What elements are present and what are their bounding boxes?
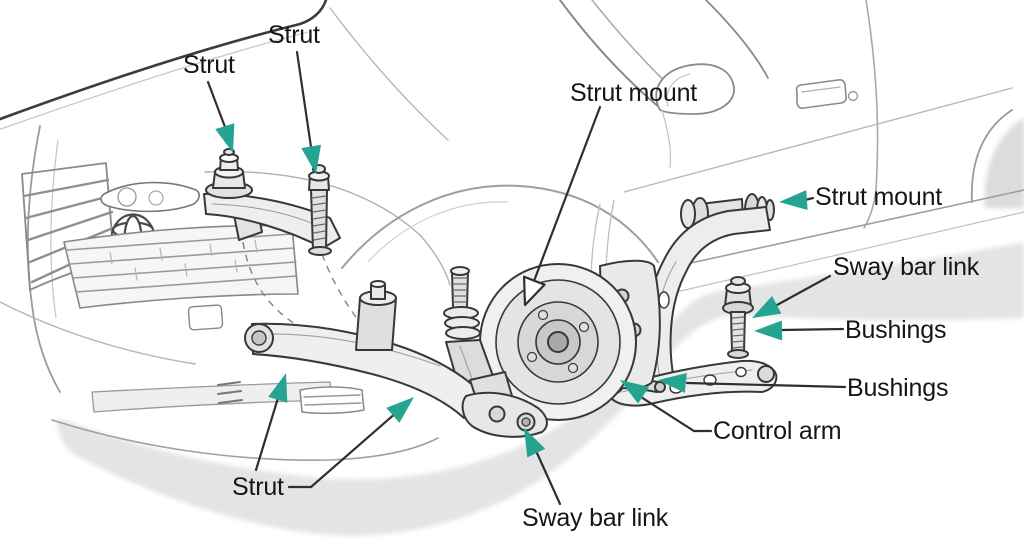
leader-line-bushings-upper [779, 327, 845, 332]
leader-line-strut-top [295, 50, 313, 149]
guide-lines [242, 241, 429, 391]
leader-line-control-arm [639, 395, 713, 433]
callout-arrow-control-arm [620, 380, 649, 404]
callout-arrow-sway-bar-link-right [752, 296, 782, 318]
lower-grille [63, 224, 299, 309]
car-line-art [0, 0, 1024, 461]
leader-line-strut-bottom [287, 410, 399, 489]
knuckle-assembly [244, 259, 661, 438]
headlight [100, 181, 200, 213]
callout-arrow-strut-bottom [386, 397, 414, 423]
leader-line-bushings-lower [685, 381, 847, 389]
leader-line-sway-bar-link-bottom [535, 451, 562, 506]
leader-line-strut-mount-center [532, 105, 602, 283]
strut-top-bar [203, 148, 341, 256]
callout-arrow-strut-mount-right [779, 190, 808, 211]
annotation-layer [206, 50, 847, 506]
callout-arrow-strut-bottom [268, 373, 288, 403]
callout-arrow-strut-mount-center [522, 275, 546, 307]
callout-arrow-sway-bar-link-bottom [524, 428, 546, 458]
ground-shadow [57, 118, 1024, 536]
leader-line-sway-bar-link-right [775, 274, 832, 307]
rear-wheel-shadow [984, 118, 1024, 208]
callout-arrow-bushings-upper [754, 320, 783, 341]
leader-line-strut-bottom [254, 396, 280, 472]
callout-arrow-strut-top-left [215, 123, 235, 153]
side-mirror [655, 63, 735, 115]
door-handle [795, 79, 847, 109]
callout-arrow-strut-top [301, 144, 321, 174]
leader-line-strut-top-left [206, 80, 227, 129]
callout-arrow-bushings-lower [658, 372, 687, 393]
